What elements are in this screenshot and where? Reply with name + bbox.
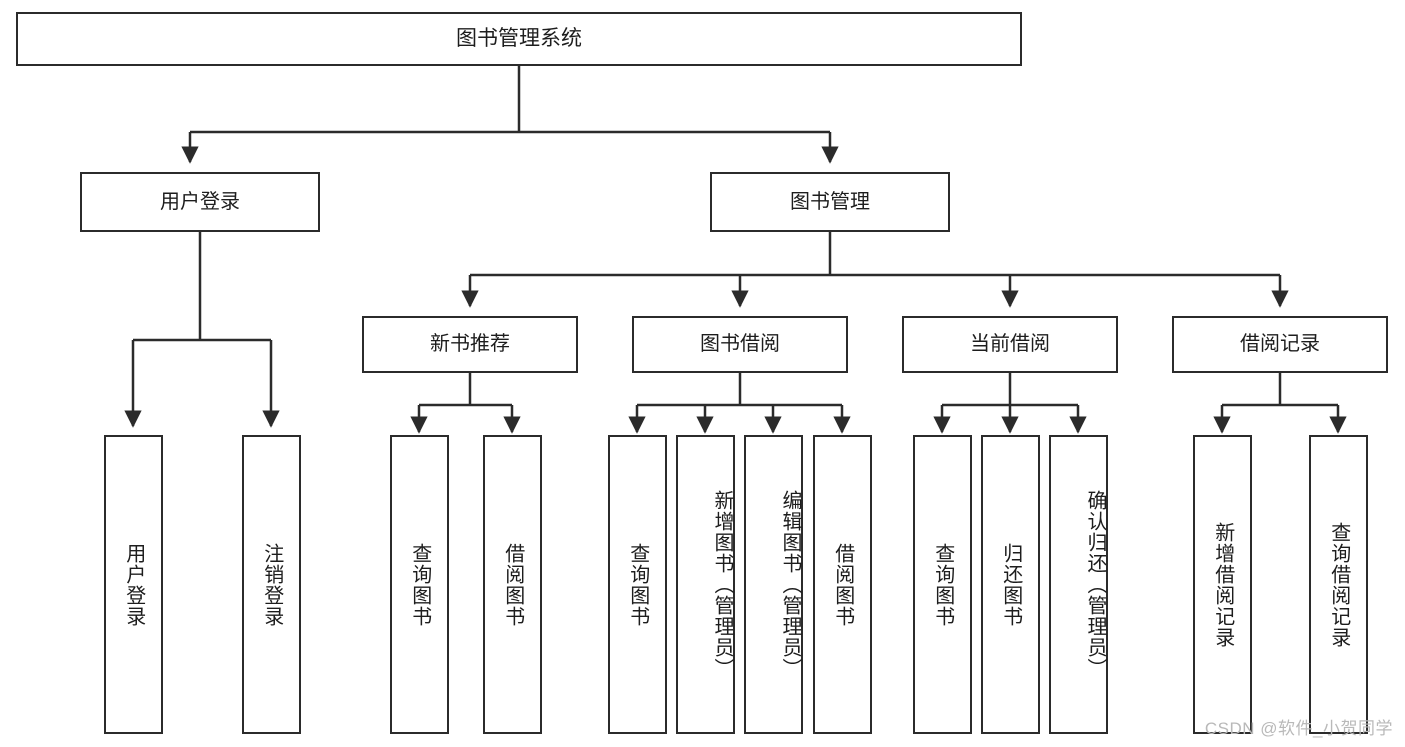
leaf-add-record-label: 新增借阅记录 [1211, 521, 1234, 648]
leaf-user-logout[interactable]: 注销登录 [242, 435, 301, 734]
node-book-manage-label: 图书管理 [790, 190, 870, 213]
node-new-book-rec-label: 新书推荐 [430, 333, 510, 356]
node-root-label: 图书管理系统 [456, 27, 582, 51]
leaf-query-book-1[interactable]: 查询图书 [390, 435, 449, 734]
node-user-login[interactable]: 用户登录 [80, 172, 320, 232]
node-book-manage[interactable]: 图书管理 [710, 172, 950, 232]
leaf-edit-book[interactable]: 编辑图书（管理员） [744, 435, 803, 734]
csdn-watermark: CSDN @软件_小贺同学 [1204, 719, 1393, 738]
node-user-login-label: 用户登录 [160, 190, 240, 213]
leaf-confirm-return-label: 确认归还（管理员） [1084, 490, 1106, 679]
leaf-query-book-3[interactable]: 查询图书 [913, 435, 972, 734]
leaf-return-book-label: 归还图书 [999, 542, 1022, 627]
leaf-query-book-2[interactable]: 查询图书 [608, 435, 667, 734]
leaf-edit-book-label: 编辑图书（管理员） [779, 490, 801, 679]
leaf-add-book[interactable]: 新增图书（管理员） [676, 435, 735, 734]
node-new-book-rec[interactable]: 新书推荐 [362, 316, 578, 373]
node-book-borrow-label: 图书借阅 [700, 333, 780, 356]
node-current-borrow[interactable]: 当前借阅 [902, 316, 1118, 373]
leaf-return-book[interactable]: 归还图书 [981, 435, 1040, 734]
leaf-query-book-1-label: 查询图书 [408, 542, 431, 627]
node-borrow-record[interactable]: 借阅记录 [1172, 316, 1388, 373]
leaf-add-book-label: 新增图书（管理员） [711, 490, 733, 679]
leaf-borrow-book-2[interactable]: 借阅图书 [813, 435, 872, 734]
node-root[interactable]: 图书管理系统 [16, 12, 1022, 66]
leaf-query-book-3-label: 查询图书 [931, 542, 954, 627]
leaf-query-book-2-label: 查询图书 [626, 542, 649, 627]
node-current-borrow-label: 当前借阅 [970, 333, 1050, 356]
leaf-user-logout-label: 注销登录 [260, 542, 283, 627]
leaf-add-record[interactable]: 新增借阅记录 [1193, 435, 1252, 734]
leaf-borrow-book-1-label: 借阅图书 [501, 542, 524, 627]
leaf-query-record[interactable]: 查询借阅记录 [1309, 435, 1368, 734]
leaf-user-login[interactable]: 用户登录 [104, 435, 163, 734]
node-book-borrow[interactable]: 图书借阅 [632, 316, 848, 373]
leaf-query-record-label: 查询借阅记录 [1327, 521, 1350, 648]
leaf-borrow-book-1[interactable]: 借阅图书 [483, 435, 542, 734]
leaf-user-login-label: 用户登录 [122, 542, 145, 627]
leaf-confirm-return[interactable]: 确认归还（管理员） [1049, 435, 1108, 734]
node-borrow-record-label: 借阅记录 [1240, 333, 1320, 356]
leaf-borrow-book-2-label: 借阅图书 [831, 542, 854, 627]
